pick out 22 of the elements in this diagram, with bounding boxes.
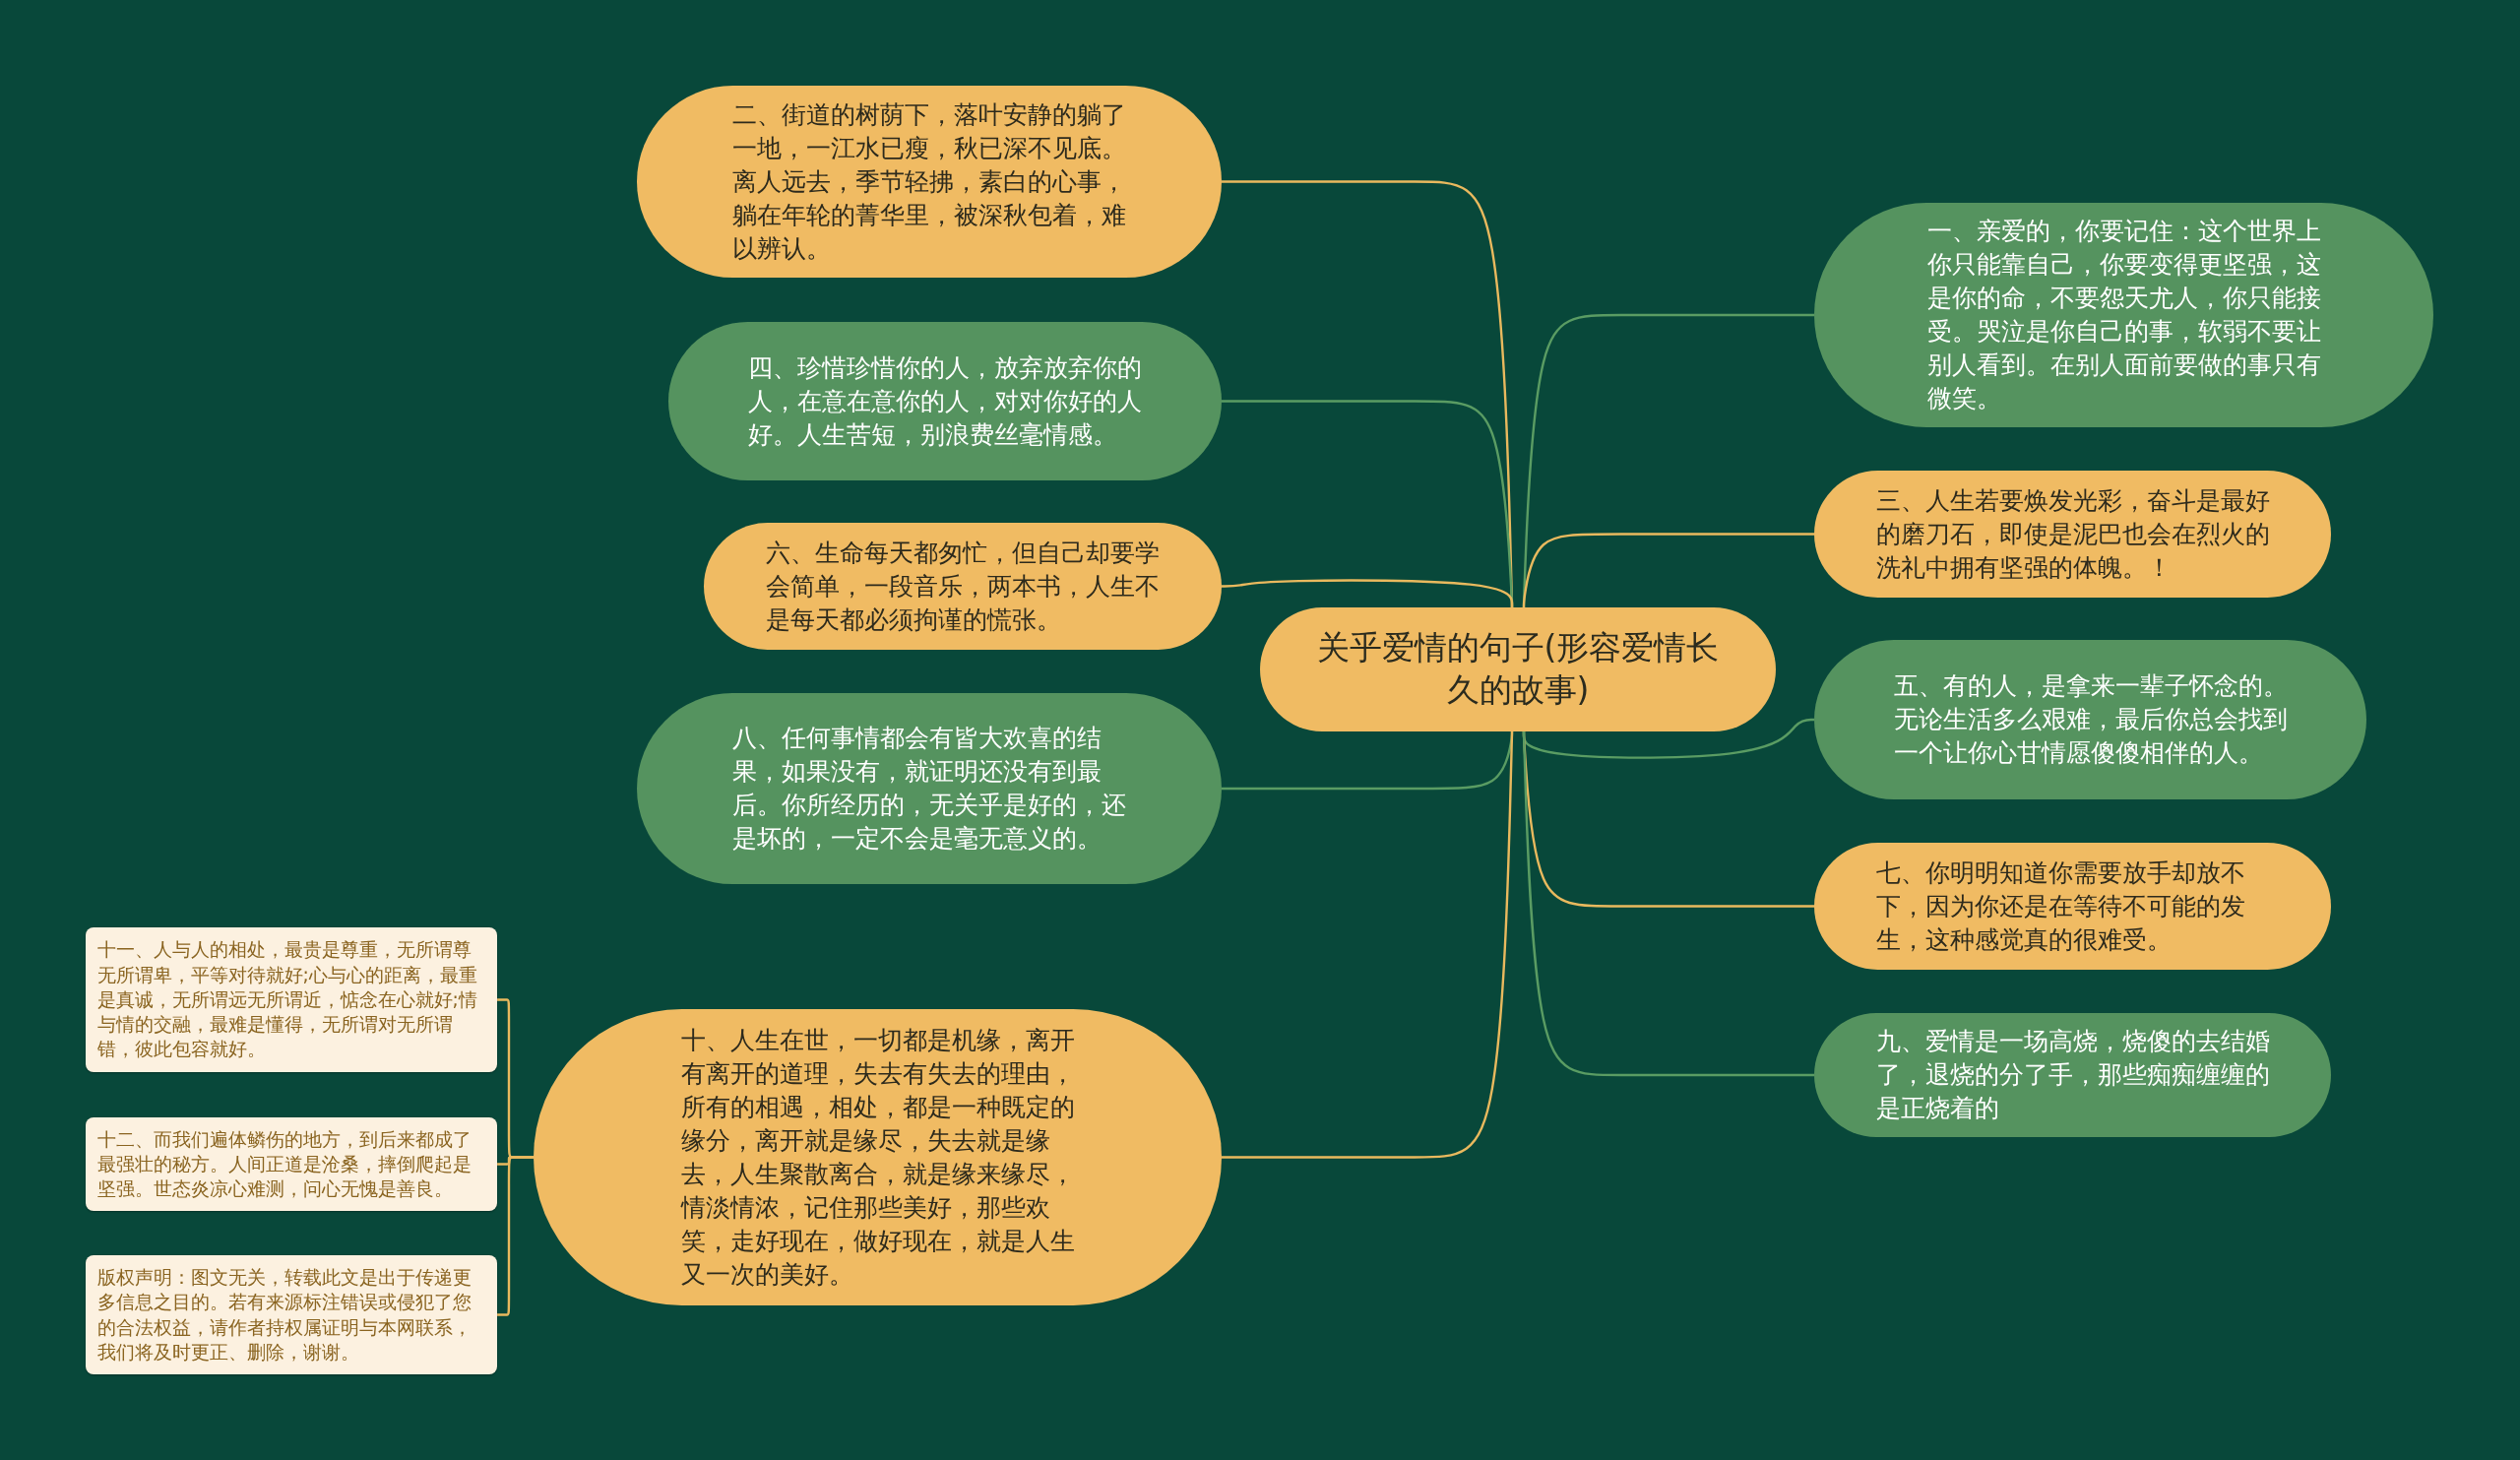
connector-line — [1522, 533, 1814, 607]
quote-text: 一、亲爱的，你要记住：这个世界上你只能靠自己，你要变得更坚强，这是你的命，不要怨天尤人，你只能接受。哭泣是你自己的事，软弱不要让别人看到。在别人面前要做的事只有微笑。 — [1926, 216, 2321, 414]
quote-text: 八、任何事情都会有皆大欢喜的结果，如果没有，就证明还没有到最后。你所经历的，无关乎是好的，还是坏的，一定不会是毫无意义的。 — [732, 723, 1126, 855]
note-card — [86, 1117, 497, 1211]
topic-title: 关乎爱情的句子(形容爱情长久的故事) — [1315, 627, 1721, 711]
quote-text: 版权声明：图文无关，转载此文是出于传递更多信息之目的。若有来源标注错误或侵犯了您的合法权益，请作者持权属证明与本网联系，我们将及时更正、删除，谢谢。 — [96, 1265, 472, 1365]
quote-text: 十、人生在世，一切都是机缘，离开有离开的道理，失去有失去的理由，所有的相遇，相处，都是一种既定的缘分，离开就是缘尽，失去就是缘去，人生聚散离合，就是缘来缘尽，情淡情浓，记住那些美好，那些欢笑，走好现在，做好现在，就是人生又一次的美好。 — [680, 1024, 1075, 1291]
quote-text: 六、生命每天都匆忙，但自己却要学会简单，一段音乐，两本书，人生不是每天都必须拘谨的慌张。 — [766, 537, 1160, 636]
quote-text: 十二、而我们遍体鳞伤的地方，到后来都成了最强壮的秘方。人间正道是沧桑，摔倒爬起是坚强。世态炎凉心难测，问心无愧是善良。 — [96, 1127, 472, 1202]
quote-text: 十一、人与人的相处，最贵是尊重，无所谓尊无所谓卑，平等对待就好;心与心的距离，最重是真诚，无所谓远无所谓近，惦念在心就好;情与情的交融，最难是懂得，无所谓对无所谓错，彼此包容就好。 — [96, 938, 478, 1062]
quote-text: 七、你明明知道你需要放手却放不下，因为你还是在等待不可能的发生，这种感觉真的很难受。 — [1875, 857, 2246, 956]
connector-line — [1222, 731, 1514, 1159]
note-card — [86, 927, 497, 1072]
quote-text: 二、街道的树荫下，落叶安静的躺了一地，一江水已瘦，秋已深不见底。离人远去，季节轻拂，素白的心事，躺在年轮的菁华里，被深秋包着，难以辨认。 — [732, 98, 1126, 265]
note-card — [86, 1255, 497, 1374]
connector-line — [1222, 579, 1514, 607]
quote-text: 三、人生若要焕发光彩，奋斗是最好的磨刀石，即使是泥巴也会在烈火的洗礼中拥有坚强的体魄。！ — [1875, 484, 2270, 584]
quote-text: 五、有的人，是拿来一辈子怀念的。无论生活多么艰难，最后你总会找到一个让你心甘情愿傻傻相伴的人。 — [1893, 670, 2288, 769]
connector-line — [1522, 718, 1814, 759]
quote-text: 九、爱情是一场高烧，烧傻的去结婚了，退烧的分了手，那些痴痴缠缠的是正烧着的 — [1875, 1026, 2270, 1124]
quote-text: 四、珍惜珍惜你的人，放弃放弃你的人，在意在意你的人，对对你好的人好。人生苦短，别浪费丝毫情感。 — [748, 351, 1142, 451]
connector-line — [1522, 731, 1814, 1077]
